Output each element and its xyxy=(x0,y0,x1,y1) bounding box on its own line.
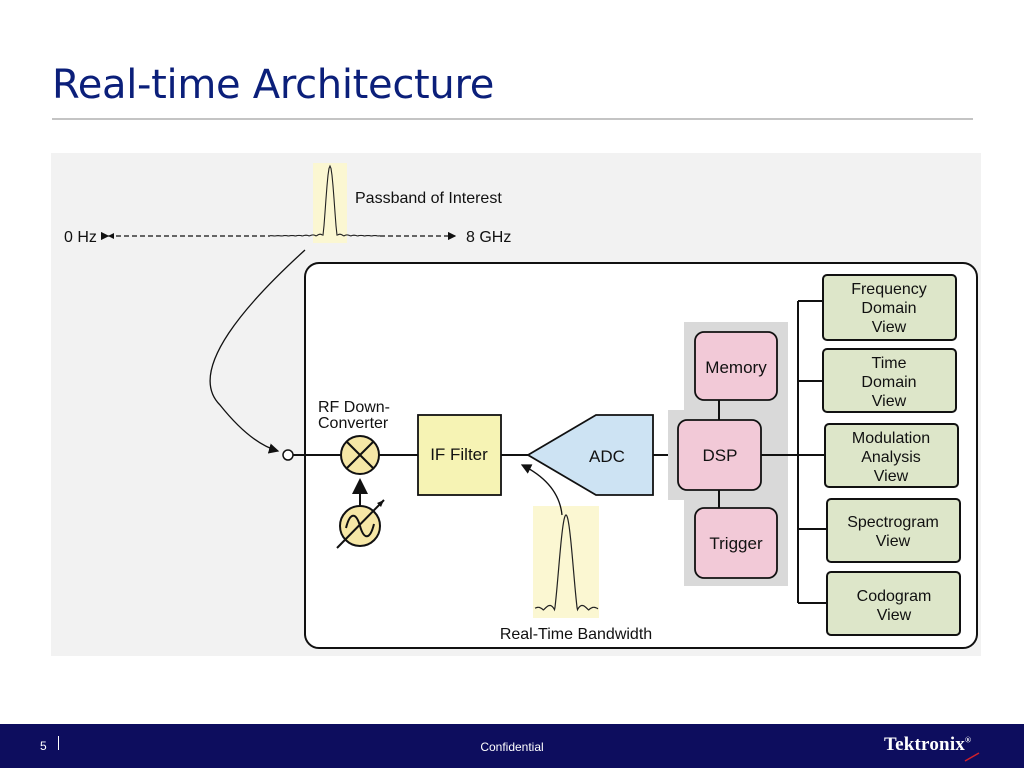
trigger-label: Trigger xyxy=(709,534,763,553)
registered-mark: ® xyxy=(965,735,972,745)
input-port xyxy=(282,449,294,461)
trigger-block xyxy=(694,507,778,579)
view-label: Analysis xyxy=(861,449,921,466)
view-label: Spectrogram xyxy=(847,514,939,531)
rtbw-highlight xyxy=(533,506,599,618)
dsp-label: DSP xyxy=(703,446,738,465)
spectrum-axis: 0 Hz 8 GHz Passband of Interest xyxy=(64,163,511,246)
codogram-view: Codogram View xyxy=(826,571,961,636)
logo-swoosh-icon xyxy=(964,752,980,762)
tektronix-logo: Tektronix® xyxy=(884,734,971,756)
memory-block xyxy=(694,331,778,401)
spectrogram-view: Spectrogram View xyxy=(826,498,961,563)
rf-downconverter-label-1: RF Down- xyxy=(318,399,390,416)
view-label: View xyxy=(877,607,912,624)
page-separator xyxy=(58,736,59,750)
time-domain-view: Time Domain View xyxy=(822,348,957,413)
modulation-analysis-view: Modulation Analysis View xyxy=(824,423,959,488)
footer-bar: 5 Confidential Tektronix® xyxy=(0,724,1024,768)
if-filter-block xyxy=(417,414,502,496)
confidential-label: Confidential xyxy=(480,740,544,754)
view-label: Frequency xyxy=(851,281,927,298)
view-boxes: Frequency Domain View Time Domain View M… xyxy=(822,274,961,636)
view-label: View xyxy=(874,468,909,485)
passband-highlight xyxy=(313,163,347,243)
passband-waveform xyxy=(270,164,381,237)
rf-downconverter-label-2: Converter xyxy=(318,415,389,432)
view-label: Domain xyxy=(861,300,916,317)
frequency-domain-view: Frequency Domain View xyxy=(822,274,957,341)
view-label: View xyxy=(876,533,911,550)
spectrum-start-label: 0 Hz xyxy=(64,229,97,246)
view-connectors xyxy=(798,300,827,604)
local-oscillator xyxy=(336,478,385,549)
view-label: View xyxy=(872,393,907,410)
view-label: Domain xyxy=(861,374,916,391)
memory-label: Memory xyxy=(705,358,767,377)
input-arrow xyxy=(209,249,306,454)
rtbw-waveform xyxy=(534,514,599,612)
slide-title: Real-time Architecture xyxy=(52,62,495,108)
view-label: View xyxy=(872,319,907,336)
view-label: Time xyxy=(872,355,907,372)
adc-label: ADC xyxy=(589,447,625,466)
spectrum-end-label: 8 GHz xyxy=(466,229,511,246)
mixer xyxy=(340,435,380,475)
passband-label: Passband of Interest xyxy=(355,190,502,207)
view-label: Modulation xyxy=(852,430,930,447)
rtbw-arrow xyxy=(520,464,563,516)
brand-name: Tektronix xyxy=(884,734,965,755)
architecture-diagram: 0 Hz 8 GHz Passband of Interest RF Down-… xyxy=(51,153,981,656)
view-label: Codogram xyxy=(857,588,932,605)
rtbw-label: Real-Time Bandwidth xyxy=(500,626,652,643)
page-number: 5 xyxy=(40,739,47,753)
title-divider xyxy=(52,118,973,120)
if-filter-label: IF Filter xyxy=(430,445,488,464)
